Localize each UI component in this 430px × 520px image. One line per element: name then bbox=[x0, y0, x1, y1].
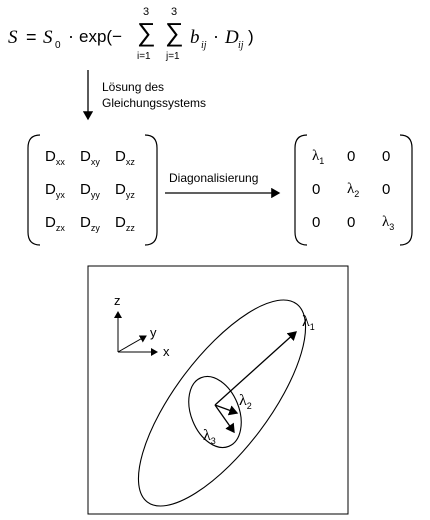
signal-symbol: S bbox=[8, 27, 18, 48]
diagonal-cell-1-1: λ1 bbox=[312, 148, 325, 166]
d-subscript: ij bbox=[238, 40, 244, 51]
tensor-cell-1-1: Dxx bbox=[45, 148, 65, 167]
diagonal-cell-1-3: 0 bbox=[382, 148, 391, 165]
diagonal-cell-2-2: λ2 bbox=[347, 181, 360, 199]
tensor-cell-3-2: Dzy bbox=[80, 214, 100, 233]
tensor-right-bracket bbox=[144, 134, 158, 246]
ellipsoid-cross-section bbox=[188, 375, 242, 449]
eigenvector-3 bbox=[214, 404, 235, 434]
diagonal-cell-3-3: λ3 bbox=[382, 214, 395, 232]
sum-j-lower-limit: j=1 bbox=[166, 51, 180, 62]
y-axis-line bbox=[117, 335, 147, 353]
tensor-cell-2-3: Dyz bbox=[115, 181, 135, 200]
tensor-cell-1-3: Dxz bbox=[115, 148, 135, 167]
tensor-left-bracket bbox=[27, 134, 41, 246]
lambda-2-label: λ2 bbox=[239, 392, 252, 411]
tensor-cell-3-1: Dzx bbox=[45, 214, 65, 233]
b-matrix-symbol: b bbox=[190, 27, 200, 48]
diagonalize-caption: Diagonalisierung bbox=[169, 171, 259, 185]
eigenvector-1 bbox=[214, 331, 297, 406]
diagonal-cell-2-3: 0 bbox=[382, 181, 391, 198]
dot-operator-2: · bbox=[213, 26, 219, 46]
sum-i-symbol: ∑ bbox=[137, 17, 156, 47]
solve-caption-line-1: Lösung des bbox=[102, 80, 165, 94]
ellipsoid-outline bbox=[137, 299, 307, 507]
diagonal-left-bracket bbox=[294, 134, 308, 246]
diagonal-cell-3-2: 0 bbox=[347, 214, 356, 231]
tensor-cell-1-2: Dxy bbox=[80, 148, 100, 167]
eigenvector-2 bbox=[214, 404, 239, 416]
d-tensor-symbol: D bbox=[225, 27, 239, 48]
s0-subscript: 0 bbox=[55, 40, 61, 51]
tensor-cell-3-3: Dzz bbox=[115, 214, 135, 233]
lambda-1-label: λ1 bbox=[302, 313, 315, 332]
tensor-cell-2-2: Dyy bbox=[80, 181, 100, 200]
diagonal-cell-1-2: 0 bbox=[347, 148, 356, 165]
sum-i-upper-limit: 3 bbox=[143, 6, 150, 18]
dot-operator: · bbox=[68, 26, 74, 46]
z-axis-label: z bbox=[114, 293, 121, 308]
solve-caption: Lösung des Gleichungssystems bbox=[102, 79, 206, 111]
sum-j-upper-limit: 3 bbox=[171, 6, 178, 18]
tensor-cell-2-1: Dyx bbox=[45, 181, 65, 200]
solve-caption-line-2: Gleichungssystems bbox=[102, 96, 207, 110]
diagonal-cell-2-1: 0 bbox=[312, 181, 321, 198]
s0-base: S bbox=[43, 27, 53, 48]
diagonal-right-bracket bbox=[399, 134, 413, 246]
b-subscript: ij bbox=[201, 40, 207, 51]
ellipsoid-frame bbox=[87, 265, 349, 515]
sum-j-symbol: ∑ bbox=[165, 17, 184, 47]
sum-i-lower-limit: i=1 bbox=[137, 51, 151, 62]
exp-function: exp(− bbox=[79, 27, 122, 46]
x-axis-label: x bbox=[163, 344, 170, 359]
diagonal-cell-3-1: 0 bbox=[312, 214, 321, 231]
y-axis-label: y bbox=[150, 325, 157, 340]
lambda-3-label: λ3 bbox=[203, 427, 216, 446]
coordinate-axes bbox=[114, 311, 158, 356]
equals-sign: = bbox=[26, 27, 37, 47]
close-paren: ) bbox=[248, 27, 254, 46]
